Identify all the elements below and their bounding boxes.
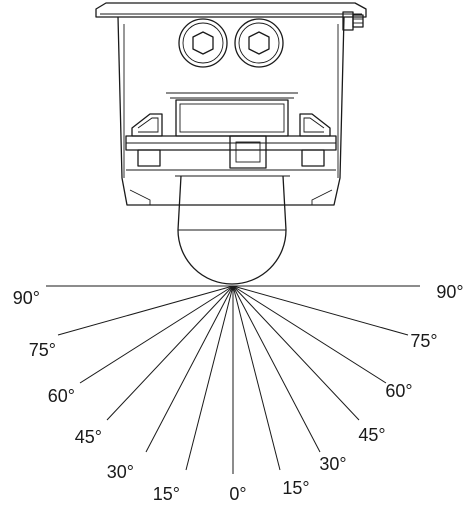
angle-label-right-3: 45° xyxy=(358,425,385,445)
ray-left-2 xyxy=(79,285,234,384)
screw-left-icon xyxy=(178,18,228,68)
angle-label-right-0: 90° xyxy=(436,282,463,302)
angle-label-left-2: 60° xyxy=(48,386,75,406)
angle-label-right-5: 15° xyxy=(282,478,309,498)
ray-right-1 xyxy=(232,285,409,336)
angle-label-left-0: 90° xyxy=(13,288,40,308)
angle-rays xyxy=(46,285,420,474)
latch-left-icon xyxy=(131,113,163,137)
angle-label-right-2: 60° xyxy=(385,381,412,401)
ray-right-5 xyxy=(232,285,281,471)
latch-right-icon xyxy=(299,113,331,137)
ray-left-3 xyxy=(106,285,234,421)
ray-right-3 xyxy=(232,285,360,421)
cable-gland-icon xyxy=(342,11,364,31)
angle-label-left-3: 45° xyxy=(75,427,102,447)
ray-right-2 xyxy=(232,285,387,384)
angle-label-left-5: 15° xyxy=(153,484,180,504)
dome-lens-icon xyxy=(177,175,287,285)
angle-label-left-1: 75° xyxy=(29,340,56,360)
angle-label-left-4: 30° xyxy=(107,462,134,482)
ray-left-4 xyxy=(145,285,234,453)
angle-label-right-1: 75° xyxy=(410,331,437,351)
angle-labels: 90°90°75°75°60°60°45°45°30°30°15°15°0° xyxy=(13,282,464,504)
screw-right-icon xyxy=(234,18,284,68)
ray-left-5 xyxy=(185,285,234,471)
ray-left-1 xyxy=(57,285,234,336)
angle-label-right-4: 30° xyxy=(319,454,346,474)
angle-label-center: 0° xyxy=(229,484,246,504)
dome-detector-icon xyxy=(95,2,367,285)
ray-right-4 xyxy=(232,285,321,453)
